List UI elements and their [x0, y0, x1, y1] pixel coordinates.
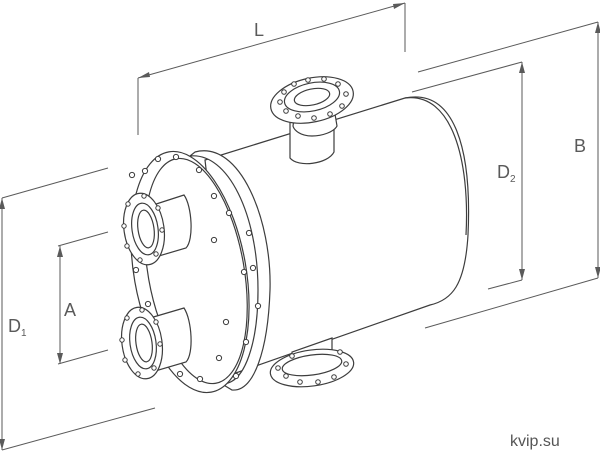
shell-body	[204, 96, 470, 376]
dimension-b: B	[417, 21, 600, 329]
upper-front-nozzle-bolts	[121, 193, 165, 263]
top-nozzle-bolts	[277, 76, 349, 121]
lower-front-nozzle	[120, 306, 192, 380]
bottom-nozzle-bolts	[275, 349, 349, 385]
dimension-d1-label: D1	[8, 316, 27, 339]
dimension-d1: D1	[0, 167, 156, 451]
end-cover-bolts	[128, 153, 262, 383]
dimension-b-label: B	[574, 136, 586, 156]
dimension-l: L	[137, 2, 406, 135]
dimension-l-label: L	[254, 20, 264, 40]
upper-front-nozzle	[122, 192, 192, 266]
watermark: kvip.su	[510, 433, 560, 450]
lower-front-nozzle-bolts	[119, 307, 163, 377]
dimension-d2: D2	[411, 61, 525, 290]
dimension-a: A	[57, 231, 109, 365]
dimension-a-label: A	[64, 300, 76, 320]
dimension-d2-label: D2	[497, 162, 516, 185]
